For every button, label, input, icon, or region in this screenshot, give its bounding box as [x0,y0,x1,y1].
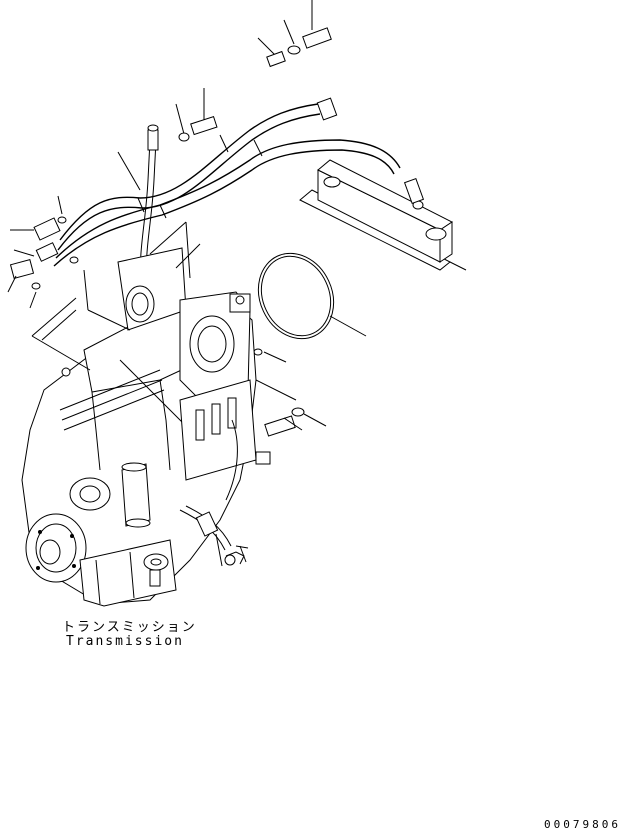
leader-lines [31,151,249,567]
o-ring [257,252,367,340]
oil-cooler [299,97,467,271]
caption-english: Transmission [66,634,184,649]
left-fittings [7,195,79,309]
upper-bolt-group [175,88,218,142]
oil-hoses [53,103,401,267]
transmission-body [21,247,271,607]
top-bolt-group [257,0,332,68]
small-parts-right [253,348,327,437]
drawing-number: 00079806 [544,818,621,831]
caption-japanese: トランスミッション [62,620,197,635]
